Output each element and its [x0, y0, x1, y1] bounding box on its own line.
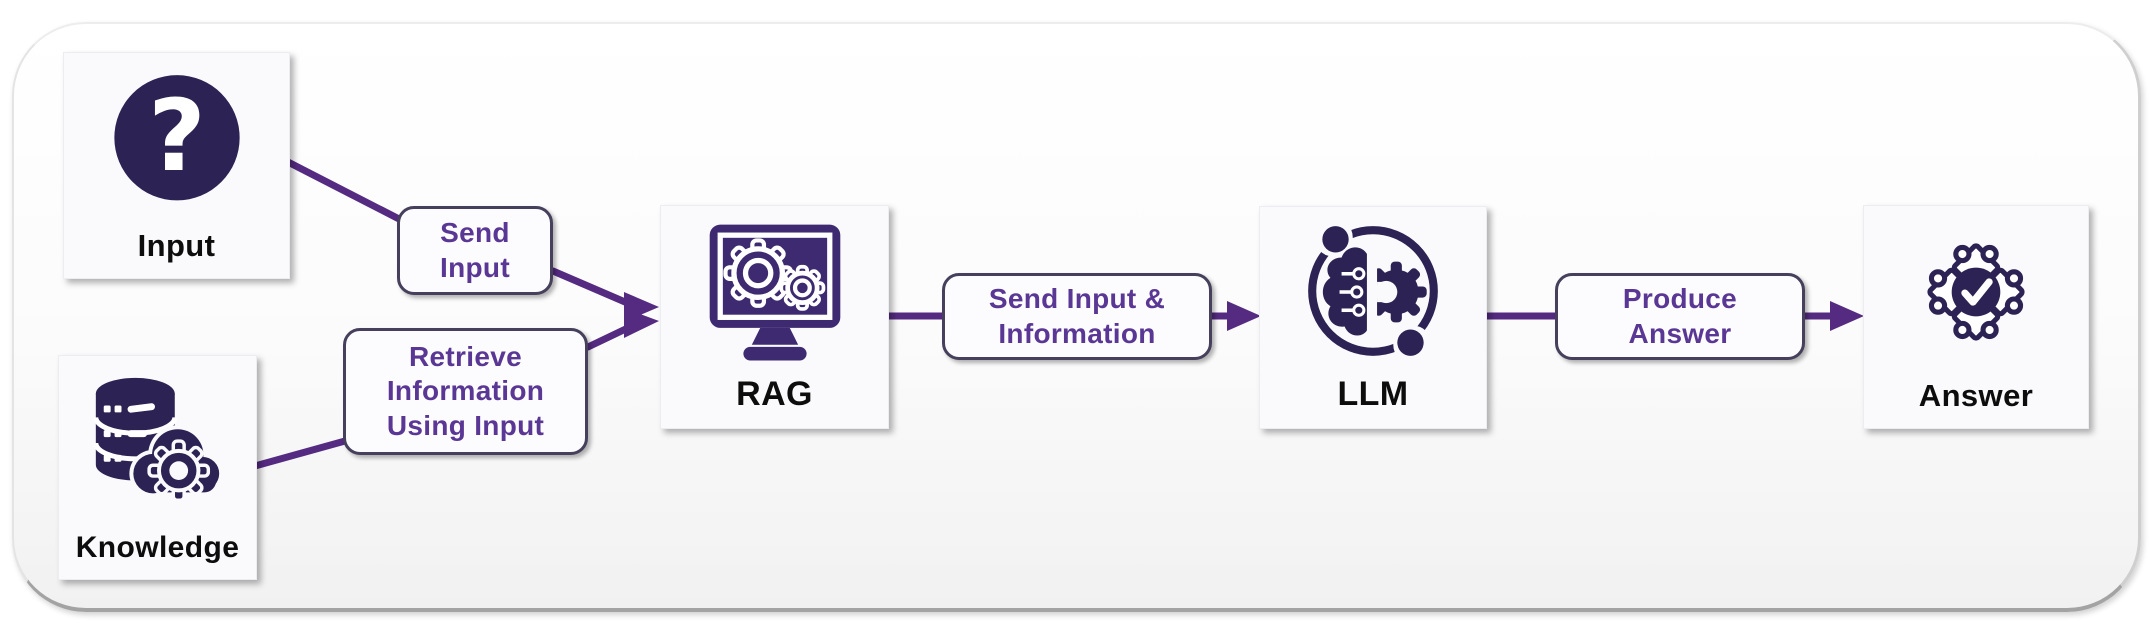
arrowhead-into-rag-lower: [624, 308, 659, 338]
edge-label-produce: Produce Answer: [1555, 273, 1805, 360]
node-knowledge: Knowledge: [58, 355, 257, 580]
node-rag-label: RAG: [736, 375, 813, 413]
node-rag: RAG: [660, 205, 889, 429]
arrowhead-into-llm: [1227, 301, 1261, 331]
edge-label-retrieve-text: Retrieve Information Using Input: [386, 341, 545, 441]
connector-knowledge-to-retrieve: [251, 437, 349, 470]
node-input-label: Input: [137, 228, 216, 263]
node-answer-label: Answer: [1918, 378, 2034, 413]
node-llm-label: LLM: [1337, 375, 1409, 413]
edge-label-retrieve: Retrieve Information Using Input: [343, 328, 588, 455]
connector-sendinput-to-rag: [549, 267, 636, 309]
node-input: ? Input: [63, 52, 290, 279]
edge-label-send-input: Send Input: [397, 206, 553, 295]
brain-gear-icon: [1260, 207, 1486, 375]
node-knowledge-label: Knowledge: [75, 531, 240, 564]
edge-label-send-info: Send Input & Information: [942, 273, 1212, 360]
connector-input-to-sendinput: [284, 158, 405, 224]
edge-label-produce-text: Produce Answer: [1622, 283, 1738, 349]
edge-label-send-input-text: Send Input: [440, 217, 510, 283]
puzzle-check-icon: [1864, 206, 2088, 378]
question-icon: ?: [64, 53, 289, 228]
monitor-gears-icon: [661, 206, 888, 375]
edge-label-send-info-text: Send Input & Information: [988, 283, 1166, 349]
svg-text:?: ?: [148, 79, 206, 194]
arrowhead-into-answer: [1830, 301, 1864, 331]
node-llm: LLM: [1259, 206, 1487, 429]
database-gear-icon: [59, 356, 256, 531]
node-answer: Answer: [1863, 205, 2089, 429]
